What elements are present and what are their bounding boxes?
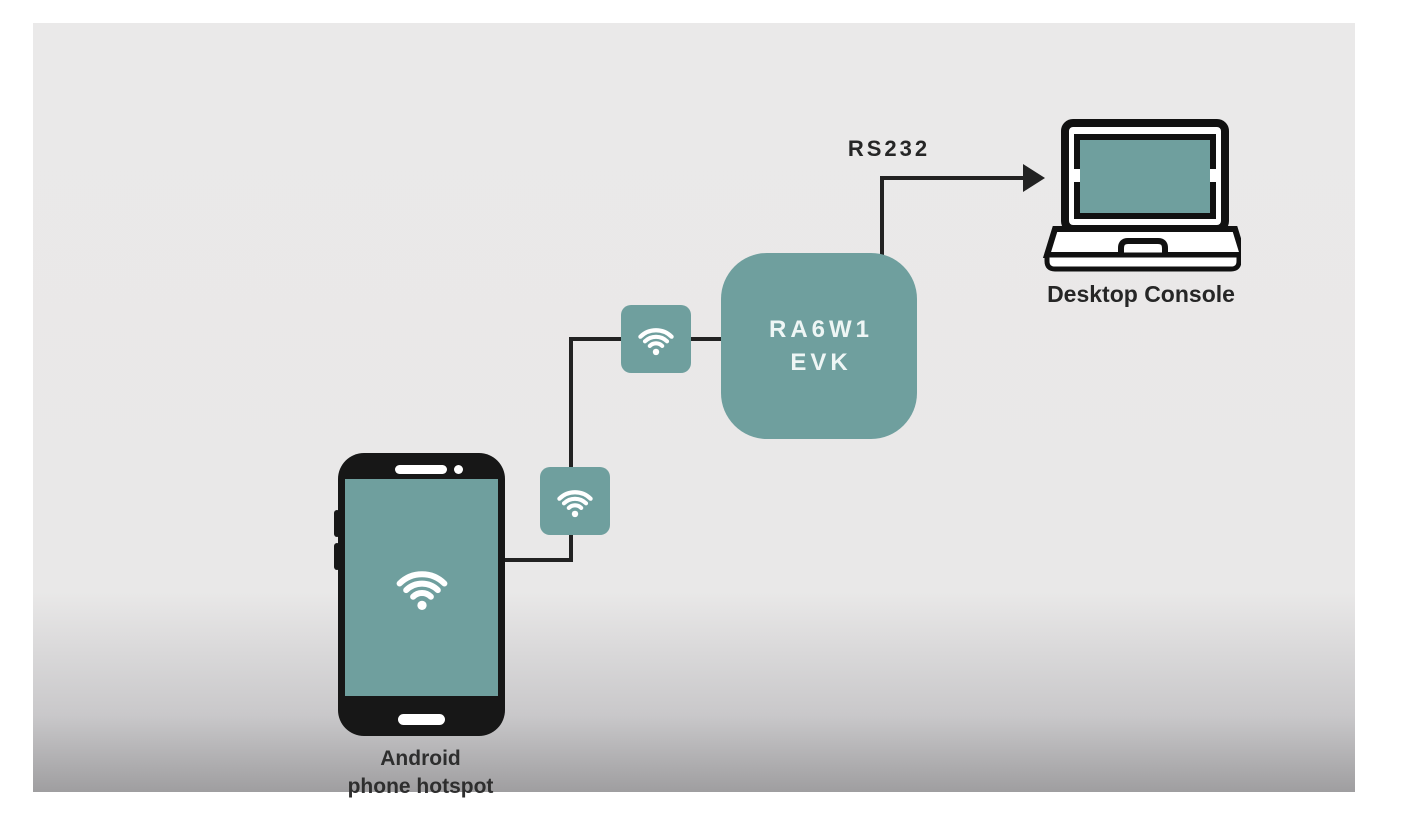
wifi-icon [557, 489, 593, 517]
evk-label-line1: RA6W1 [768, 316, 873, 343]
phone-screen [345, 479, 498, 696]
wifi-icon [638, 327, 674, 355]
rs232-arrow-horizontal [880, 176, 1025, 180]
phone-volume-button [334, 510, 340, 537]
evk-label-line2: EVK [790, 349, 852, 376]
rs232-arrow-vertical [880, 176, 884, 255]
evk-node: RA6W1 EVK [721, 253, 917, 439]
phone-label-line1: Android [380, 747, 461, 770]
laptop-icon [1042, 119, 1248, 272]
rs232-arrowhead [1023, 164, 1045, 192]
desktop-console-node [1041, 115, 1248, 277]
diagram-canvas: RS232 RA6W1 EVK [33, 23, 1355, 798]
phone-speaker [395, 465, 447, 474]
wifi-icon [396, 571, 447, 610]
connector-phone-horizontal [499, 558, 573, 562]
wifi-node-upper [621, 305, 691, 373]
rs232-label: RS232 [847, 136, 931, 161]
connector-vertical-riser [569, 337, 573, 562]
phone-camera [454, 465, 463, 474]
wifi-node-lower [540, 467, 610, 535]
desktop-console-label: Desktop Console [1047, 281, 1235, 307]
phone-power-button [334, 543, 340, 570]
phone-label: Android phone hotspot [303, 745, 538, 801]
phone-label-line2: phone hotspot [347, 775, 494, 798]
phone-home-button [398, 714, 445, 725]
android-phone-node [334, 453, 505, 736]
